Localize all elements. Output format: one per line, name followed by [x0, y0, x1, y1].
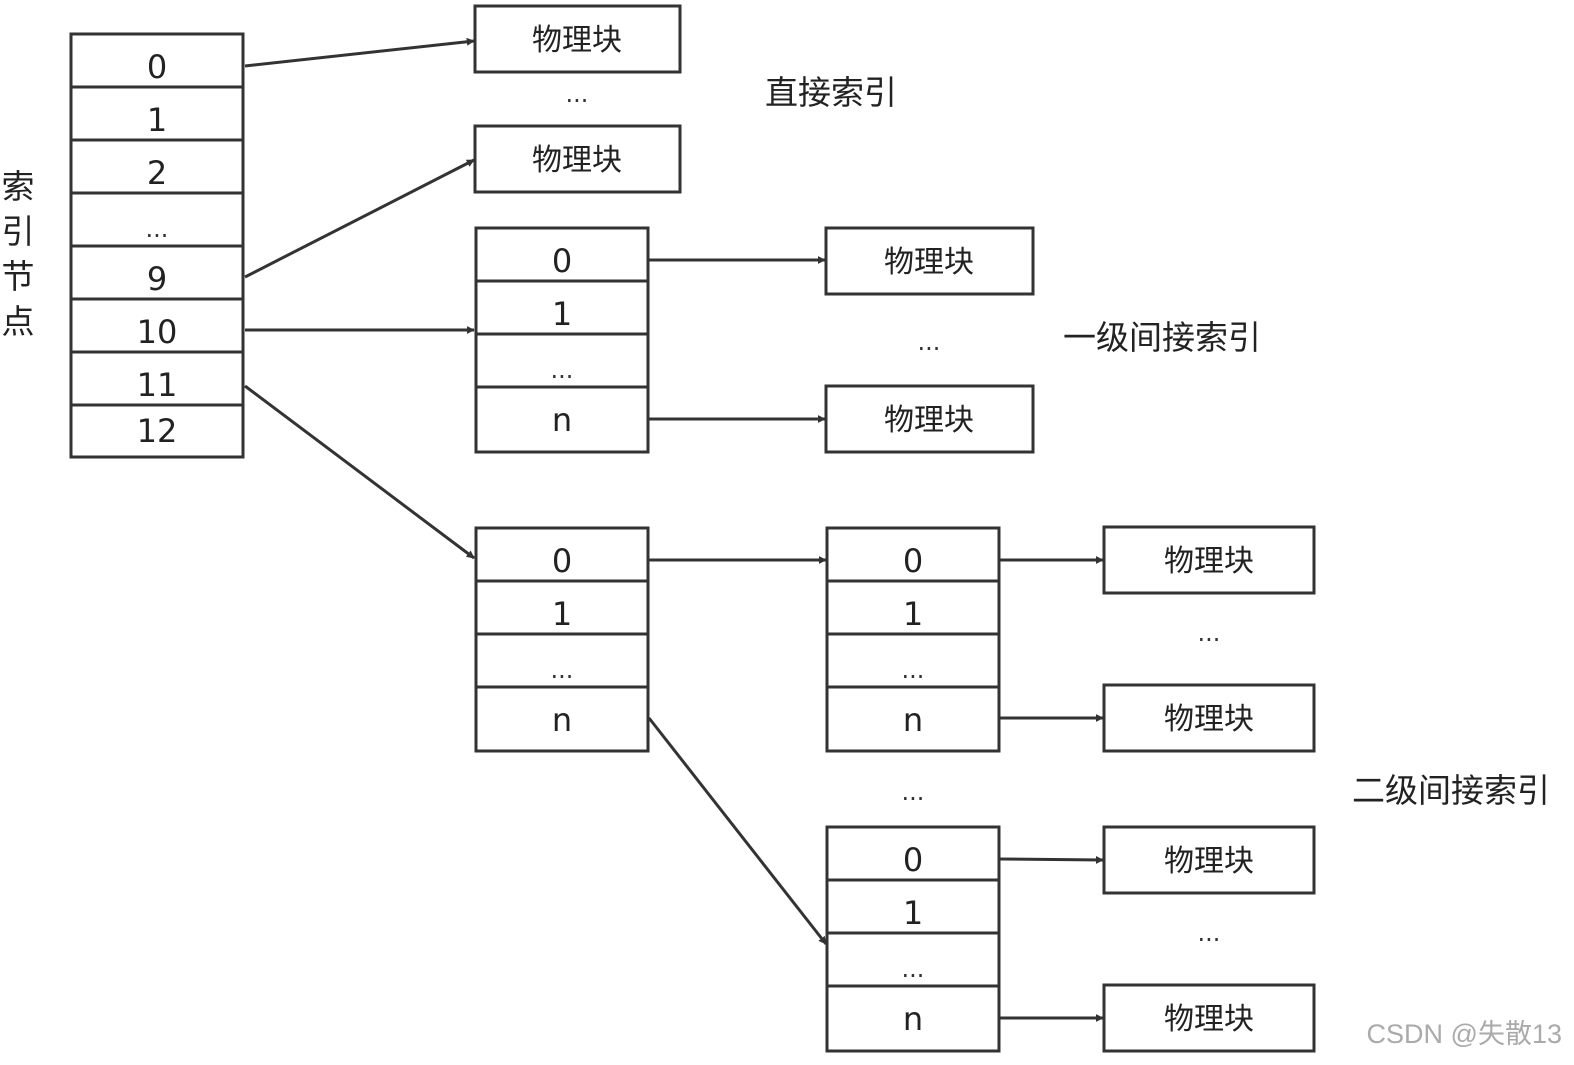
inode-cell-label: 1 — [147, 101, 167, 139]
inode-cell-label: 9 — [147, 260, 167, 298]
physical-block — [1102, 983, 1316, 1053]
physical-block-label: 物理块 — [532, 23, 622, 58]
physical-block — [473, 4, 682, 74]
index-table-label: ... — [902, 955, 925, 983]
index-table-cell — [825, 931, 1001, 988]
inode-table: 0 1 2 ... 9 10 11 12 — [69, 32, 245, 459]
index-table-label: 1 — [903, 894, 923, 932]
index-table-label: ... — [551, 656, 574, 684]
arrow-table-b-0 — [999, 855, 1104, 864]
inode-label-char-1: 索 — [2, 167, 35, 206]
index-table-label: 1 — [552, 295, 572, 333]
index-table-cell — [474, 279, 650, 336]
physical-block — [1102, 525, 1316, 595]
inode-cell-label: 10 — [137, 313, 178, 351]
index-table-cell — [825, 878, 1001, 935]
inode-label-char-4: 点 — [2, 302, 35, 341]
inode-cell-label: 12 — [137, 412, 178, 450]
physical-block — [824, 384, 1035, 454]
inode-cell — [69, 403, 245, 459]
single-indirect-label: 一级间接索引 — [1063, 318, 1261, 357]
inode-label-char-2: 引 — [2, 212, 35, 251]
inode-label: 索 引 节 点 — [2, 167, 35, 341]
inode-cell-label: 11 — [137, 366, 178, 404]
inode-cell-label: ... — [146, 215, 169, 243]
inode-cell — [69, 32, 245, 89]
physical-block-label: 物理块 — [884, 403, 974, 438]
physical-block — [473, 124, 682, 194]
index-table-label: n — [903, 1000, 923, 1038]
index-table-label: 0 — [903, 542, 923, 580]
physical-block — [1102, 683, 1316, 753]
index-table-label: ... — [551, 356, 574, 384]
index-table-cell — [825, 984, 1001, 1053]
index-table-label: 0 — [552, 242, 572, 280]
inode-cell — [69, 297, 245, 354]
index-table-cell — [825, 526, 1001, 583]
ellipsis: ... — [918, 328, 941, 356]
index-table-cell — [474, 526, 650, 583]
physical-block — [1102, 825, 1316, 895]
physical-block-label: 物理块 — [884, 245, 974, 280]
index-table-label: n — [552, 401, 572, 439]
arrow-double-n — [647, 717, 828, 945]
physical-block-label: 物理块 — [1164, 844, 1254, 879]
index-table-label: 1 — [903, 595, 923, 633]
ellipsis: ... — [1198, 919, 1221, 947]
arrow-direct-0 — [244, 37, 475, 68]
index-table-label: 0 — [552, 542, 572, 580]
index-table-cell — [825, 685, 1001, 753]
index-table-label: 1 — [552, 595, 572, 633]
double-indirect-group: 0 1 ... n 0 1 ... n ... 0 1 ... n 物理块 ..… — [474, 525, 1550, 1053]
ellipsis: ... — [1198, 619, 1221, 647]
direct-index-group: 物理块 ... 物理块 直接索引 — [473, 4, 897, 194]
index-table-label: n — [552, 701, 572, 739]
arrows — [244, 37, 1104, 1022]
physical-block-label: 物理块 — [532, 143, 622, 178]
index-table-cell — [825, 579, 1001, 636]
index-table-cell — [474, 632, 650, 689]
inode-label-char-3: 节 — [2, 257, 35, 296]
physical-block-label: 物理块 — [1164, 1002, 1254, 1037]
inode-cell-label: 0 — [147, 48, 167, 86]
direct-index-label: 直接索引 — [765, 73, 897, 112]
index-table-label: ... — [902, 656, 925, 684]
index-table-cell — [474, 226, 650, 283]
index-table-cell — [825, 632, 1001, 689]
inode-cell — [69, 191, 245, 248]
index-table-cell — [474, 579, 650, 636]
arrow-direct-9 — [244, 158, 475, 279]
ellipsis: ... — [566, 80, 589, 108]
watermark: CSDN @失散13 — [1367, 1019, 1562, 1049]
inode-cell-label: 2 — [147, 154, 167, 192]
physical-block-label: 物理块 — [1164, 702, 1254, 737]
double-indirect-label: 二级间接索引 — [1352, 771, 1550, 810]
ellipsis: ... — [902, 778, 925, 806]
index-table-cell — [474, 385, 650, 454]
index-table-cell — [474, 685, 650, 753]
index-table-label: n — [903, 701, 923, 739]
index-table-label: 0 — [903, 841, 923, 879]
physical-block — [824, 226, 1035, 296]
single-indirect-group: 0 1 ... n 物理块 ... 物理块 一级间接索引 — [474, 226, 1261, 454]
arrow-double-indirect — [244, 384, 475, 560]
physical-block-label: 物理块 — [1164, 544, 1254, 579]
